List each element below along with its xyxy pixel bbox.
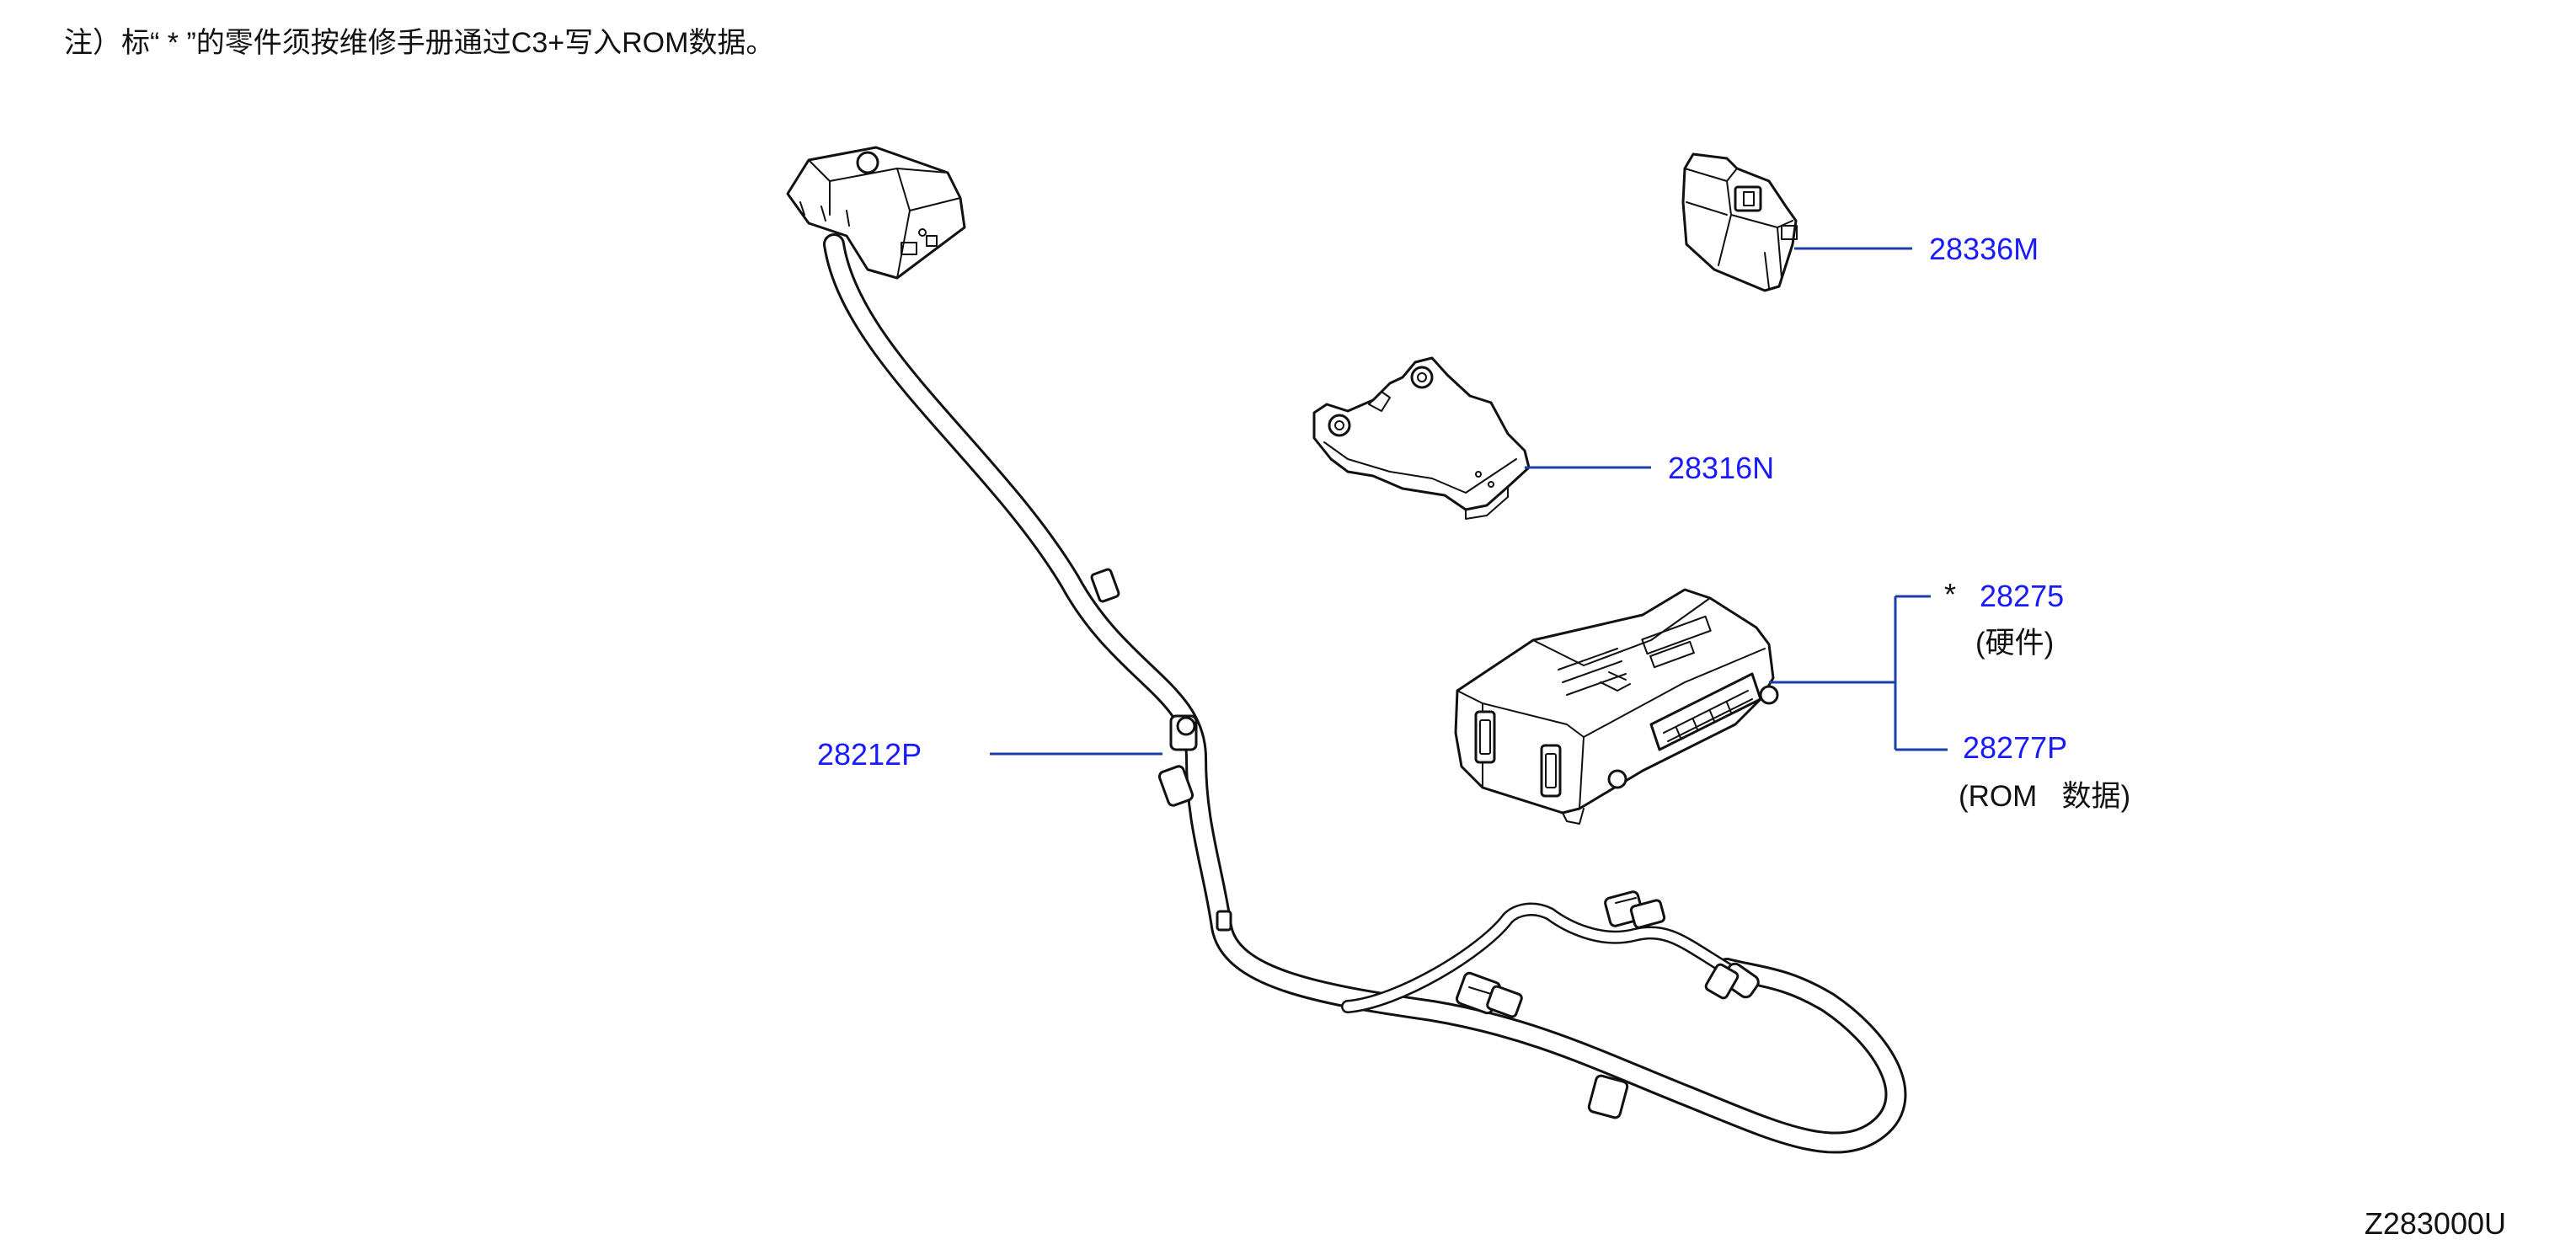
part-number-28212P[interactable]: 28212P [817,737,922,772]
note-text: 注）标“ * ”的零件须按维修手册通过C3+写入ROM数据。 [64,27,774,59]
part-number-28336M[interactable]: 28336M [1929,232,2039,266]
bracket-illustration [1312,356,1531,520]
part-number-28277P[interactable]: 28277P [1963,730,2067,765]
rom-required-marker: * [1944,577,1956,612]
control-unit-illustration [1454,588,1779,825]
switch-module-illustration [1681,152,1798,292]
diagram-code: Z283000U [2365,1206,2506,1241]
leader-lines [990,247,1948,756]
wire-harness-illustration [786,146,1907,1154]
part-number-28316N[interactable]: 28316N [1668,451,1774,485]
part-sub-label-hardware: (硬件) [1975,627,2054,660]
part-number-28275[interactable]: 28275 [1980,579,2064,613]
part-sub-label-rom-data: (ROM 数据) [1959,780,2130,813]
